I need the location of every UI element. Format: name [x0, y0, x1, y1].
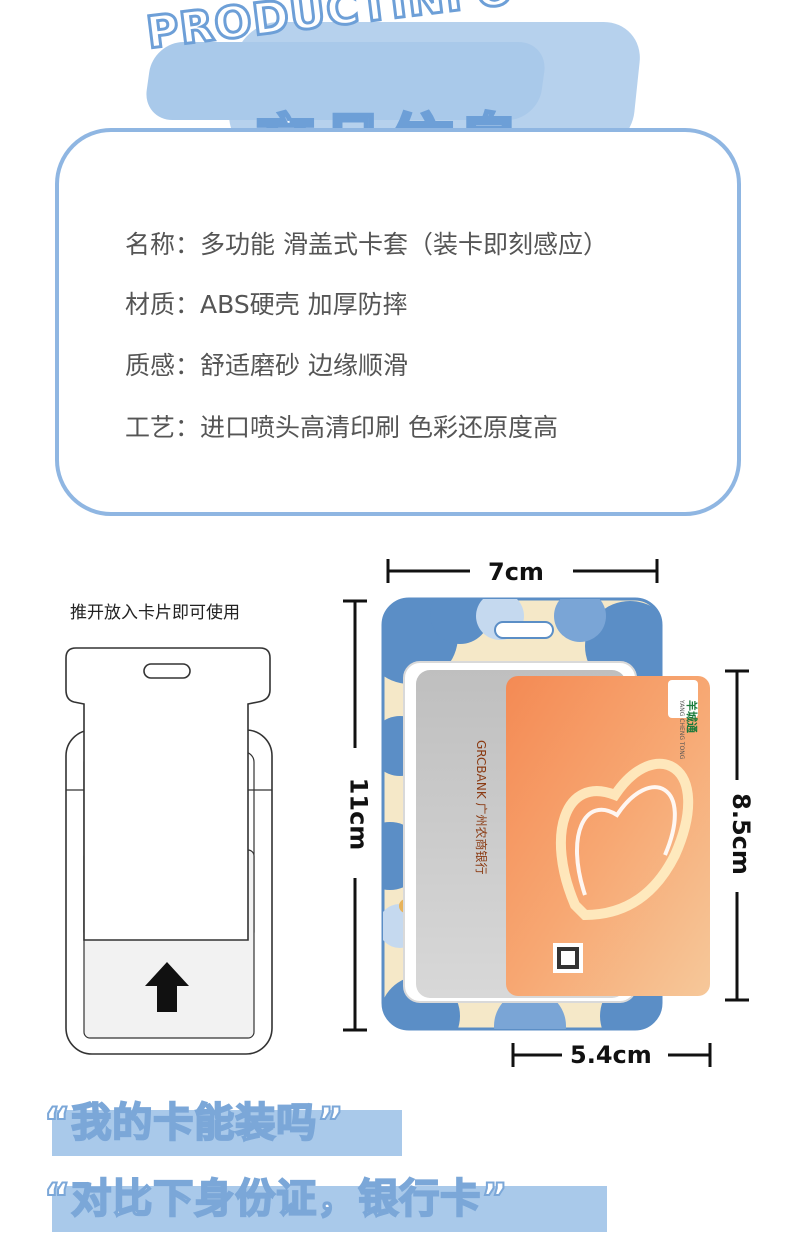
lanyard-slot: [494, 621, 554, 639]
card-brand-en: YANG CHENG TONG: [678, 700, 685, 760]
card-height-dimension-line: [725, 669, 749, 1002]
product-info-panel: [55, 128, 741, 516]
card-bank-cn: 广州农商银行: [474, 802, 488, 875]
bank-card-image: [506, 676, 710, 996]
card-brand-cn: 羊城通: [685, 700, 698, 733]
card-width-dimension-line: [511, 1043, 712, 1067]
card-width-label: 5.4cm: [570, 1041, 652, 1069]
slot-hole: [143, 663, 191, 679]
slide-cover: [65, 647, 271, 941]
height-label: 11cm: [344, 777, 373, 851]
height-dimension-line: [343, 599, 367, 1032]
up-arrow-icon: [145, 962, 189, 1012]
caption-line-1: “我的卡能装吗”: [43, 1099, 345, 1147]
info-line-texture: 质感：舒适磨砂 边缘顺滑: [125, 351, 408, 380]
card-bank-name: GRCBANK 广州农商银行: [473, 740, 490, 875]
caption-line-2: “对比下身份证，银行卡”: [43, 1175, 509, 1223]
caption-1-background: [52, 1110, 402, 1156]
card-height-label: 8.5cm: [726, 793, 755, 875]
card-brand-badge: [668, 680, 698, 718]
info-line-name: 名称：多功能 滑盖式卡套（装卡即刻感应）: [125, 230, 608, 259]
info-line-material: 材质：ABS硬壳 加厚防摔: [125, 290, 408, 319]
card-bank-en: GRCBANK: [474, 740, 488, 799]
instruction-caption: 推开放入卡片即可使用: [70, 603, 240, 623]
info-line-craft: 工艺：进口喷头高清印刷 色彩还原度高: [125, 413, 558, 442]
slide-instruction-diagram: [65, 647, 273, 1055]
width-label: 7cm: [488, 558, 544, 586]
caption-2-background: [52, 1186, 607, 1232]
width-dimension-line: [386, 559, 659, 583]
